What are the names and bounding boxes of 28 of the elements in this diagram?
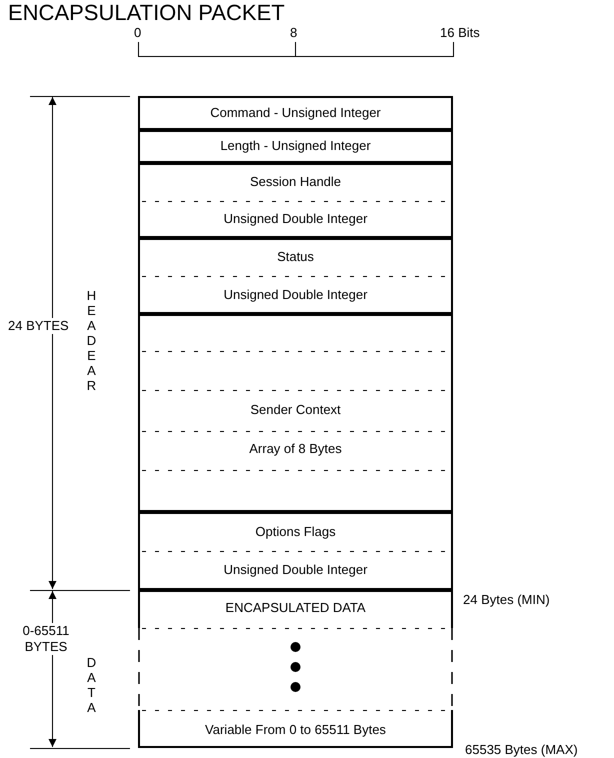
bit-number: 0 [134,25,142,41]
field-label: Array of 8 Bytes [248,441,343,457]
field-label: Options Flags [254,524,337,540]
field-label: ENCAPSULATED DATA [224,600,367,616]
packet-field [138,314,453,512]
offset-label: 65535 Bytes (MAX) [465,742,578,758]
field-label: Sender Context [249,402,342,418]
field-label: Command - Unsigned Integer [209,105,382,121]
size-label: 24 BYTES [8,318,69,334]
field-label: Unsigned Double Integer [222,211,368,227]
section-label: HEADEAR [84,288,98,393]
field-label: Length - Unsigned Integer [219,138,372,154]
packet-field [138,96,453,130]
field-label: Status [276,249,315,265]
section-label: DATA [84,655,98,715]
packet-field [138,130,453,163]
bit-label: 16 Bits [440,25,480,41]
bit-number: 8 [290,25,298,41]
field-label: Unsigned Double Integer [222,287,368,303]
field-label: Variable From 0 to 65511 Bytes [204,722,387,738]
packet-field [138,590,453,748]
packet-field [138,163,453,238]
offset-label: 24 Bytes (MIN) [463,592,550,608]
packet-field [138,512,453,590]
field-label: Session Handle [248,174,342,190]
packet-field [138,238,453,314]
title: ENCAPSULATION PACKET [8,0,285,26]
field-label: Unsigned Double Integer [222,562,368,578]
